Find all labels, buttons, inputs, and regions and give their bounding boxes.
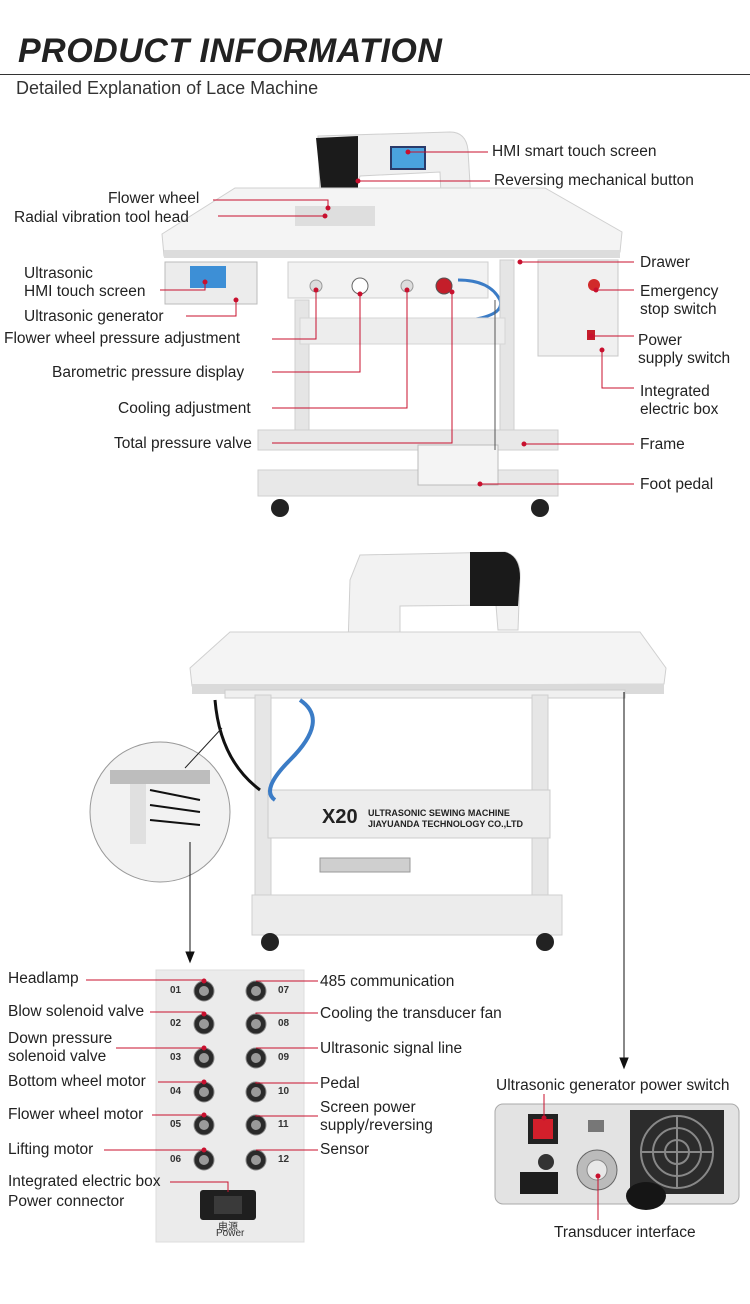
connector-left-01: [193, 980, 215, 1002]
page-subtitle: Detailed Explanation of Lace Machine: [16, 78, 319, 98]
page-title: PRODUCT INFORMATION: [18, 32, 443, 70]
conn-label-lifting-motor: Lifting motor: [8, 1141, 94, 1158]
leader-left-01-dot: [201, 978, 207, 984]
connector-left-02: [193, 1013, 215, 1035]
label-power-line2: supply switch: [638, 350, 731, 367]
label-electric-box-line1: Integrated: [640, 383, 710, 400]
power-socket-en: Power: [216, 1228, 245, 1239]
connector-right-11: [245, 1114, 267, 1136]
connector-right-10-core: [251, 1087, 261, 1097]
leader-left-04-dot: [201, 1079, 207, 1085]
connector-panel-illustration: [155, 969, 305, 1243]
connector-number-12: 12: [278, 1154, 290, 1165]
conn-label-down-pressure-2: solenoid valve: [8, 1048, 107, 1065]
generator-panel-illustration: [494, 1103, 740, 1210]
conn-label-flower-wheel-motor: Flower wheel motor: [8, 1106, 144, 1123]
connector-number-03: 03: [170, 1052, 182, 1063]
title-divider: [0, 74, 750, 75]
label-emergency-line2: stop switch: [640, 301, 717, 318]
power-socket-cn: 电源: [218, 1222, 238, 1233]
label-radial-head: Radial vibration tool head: [14, 209, 189, 226]
leader-right-08: [255, 1012, 318, 1014]
connector-right-10: [245, 1081, 267, 1103]
conn-label-485: 485 communication: [320, 973, 455, 990]
conn-label-power-connector-1: Integrated electric box: [8, 1173, 161, 1190]
label-ultrasonic-hmi-line1: Ultrasonic: [24, 265, 93, 282]
connector-left-02-core: [199, 1019, 209, 1029]
connector-number-08: 08: [278, 1018, 290, 1029]
connector-number-10: 10: [278, 1086, 290, 1097]
connector-right-09: [245, 1047, 267, 1069]
connector-right-09-core: [251, 1053, 261, 1063]
machine-side-view: [89, 551, 667, 951]
side-banner-line2: JIAYUANDA TECHNOLOGY CO.,LTD: [368, 819, 524, 829]
leader-left-02: [150, 1011, 205, 1014]
label-foot-pedal: Foot pedal: [640, 476, 714, 493]
conn-label-pedal: Pedal: [320, 1075, 360, 1092]
label-frame: Frame: [640, 436, 685, 453]
connector-right-07: [245, 980, 267, 1002]
connector-left-04-core: [199, 1087, 209, 1097]
connector-left-05-core: [199, 1120, 209, 1130]
connector-left-01-core: [199, 986, 209, 996]
connector-left-04: [193, 1081, 215, 1103]
connector-left-03: [193, 1047, 215, 1069]
connector-right-12: [245, 1149, 267, 1171]
conn-label-sensor: Sensor: [320, 1141, 370, 1158]
connector-left-03-core: [199, 1053, 209, 1063]
label-hmi-smart-touch-screen: HMI smart touch screen: [492, 143, 657, 160]
conn-label-screen-power-2: supply/reversing: [320, 1117, 433, 1134]
label-drawer: Drawer: [640, 254, 690, 271]
connector-left-06: [193, 1149, 215, 1171]
label-barometric-display: Barometric pressure display: [52, 364, 245, 381]
leader-power-connector: [170, 1181, 229, 1192]
conn-label-headlamp: Headlamp: [8, 970, 79, 987]
connector-left-05: [193, 1114, 215, 1136]
label-ultrasonic-hmi-line2: HMI touch screen: [24, 283, 146, 300]
label-emergency-line1: Emergency: [640, 283, 719, 300]
connector-number-01: 01: [170, 985, 182, 996]
connector-number-02: 02: [170, 1018, 182, 1029]
connector-right-11-core: [251, 1120, 261, 1130]
connector-number-07: 07: [278, 985, 290, 996]
label-cooling-adjustment: Cooling adjustment: [118, 400, 251, 417]
conn-label-bottom-wheel: Bottom wheel motor: [8, 1073, 146, 1090]
conn-label-down-pressure-1: Down pressure: [8, 1030, 113, 1047]
connector-right-12-core: [251, 1155, 261, 1165]
leader-left-02-dot: [201, 1011, 207, 1017]
label-power-line1: Power: [638, 332, 682, 349]
label-transducer-interface: Transducer interface: [554, 1224, 696, 1241]
leader-left-06-dot: [201, 1147, 207, 1153]
label-flower-wheel: Flower wheel: [108, 190, 200, 207]
connector-number-11: 11: [278, 1119, 289, 1130]
label-electric-box-line2: electric box: [640, 401, 719, 418]
connector-right-07-core: [251, 986, 261, 996]
connector-number-09: 09: [278, 1052, 290, 1063]
connector-number-05: 05: [170, 1119, 182, 1130]
label-flower-wheel-pressure: Flower wheel pressure adjustment: [4, 330, 241, 347]
leader-left-03-dot: [201, 1045, 207, 1051]
leader-left-05-dot: [201, 1112, 207, 1118]
conn-label-signal-line: Ultrasonic signal line: [320, 1040, 463, 1057]
conn-label-blow-valve: Blow solenoid valve: [8, 1003, 145, 1020]
leader-right-10: [255, 1082, 318, 1084]
side-banner-model: X20: [322, 806, 358, 828]
conn-label-power-connector-2: Power connector: [8, 1193, 125, 1210]
connector-number-06: 06: [170, 1154, 182, 1165]
connector-left-06-core: [199, 1155, 209, 1165]
connector-right-08: [245, 1013, 267, 1035]
label-ultrasonic-generator: Ultrasonic generator: [24, 308, 164, 325]
side-banner-line1: ULTRASONIC SEWING MACHINE: [368, 808, 510, 818]
connector-number-04: 04: [170, 1086, 182, 1097]
label-generator-power-switch: Ultrasonic generator power switch: [496, 1077, 730, 1094]
label-reversing-button: Reversing mechanical button: [494, 172, 694, 189]
label-total-pressure-valve: Total pressure valve: [114, 435, 252, 452]
leader-right-11: [255, 1115, 318, 1117]
connector-right-08-core: [251, 1019, 261, 1029]
conn-label-cooling-fan: Cooling the transducer fan: [320, 1005, 502, 1022]
leader-left-01: [86, 979, 205, 981]
conn-label-screen-power-1: Screen power: [320, 1099, 416, 1116]
leader-lines: [160, 149, 634, 1220]
